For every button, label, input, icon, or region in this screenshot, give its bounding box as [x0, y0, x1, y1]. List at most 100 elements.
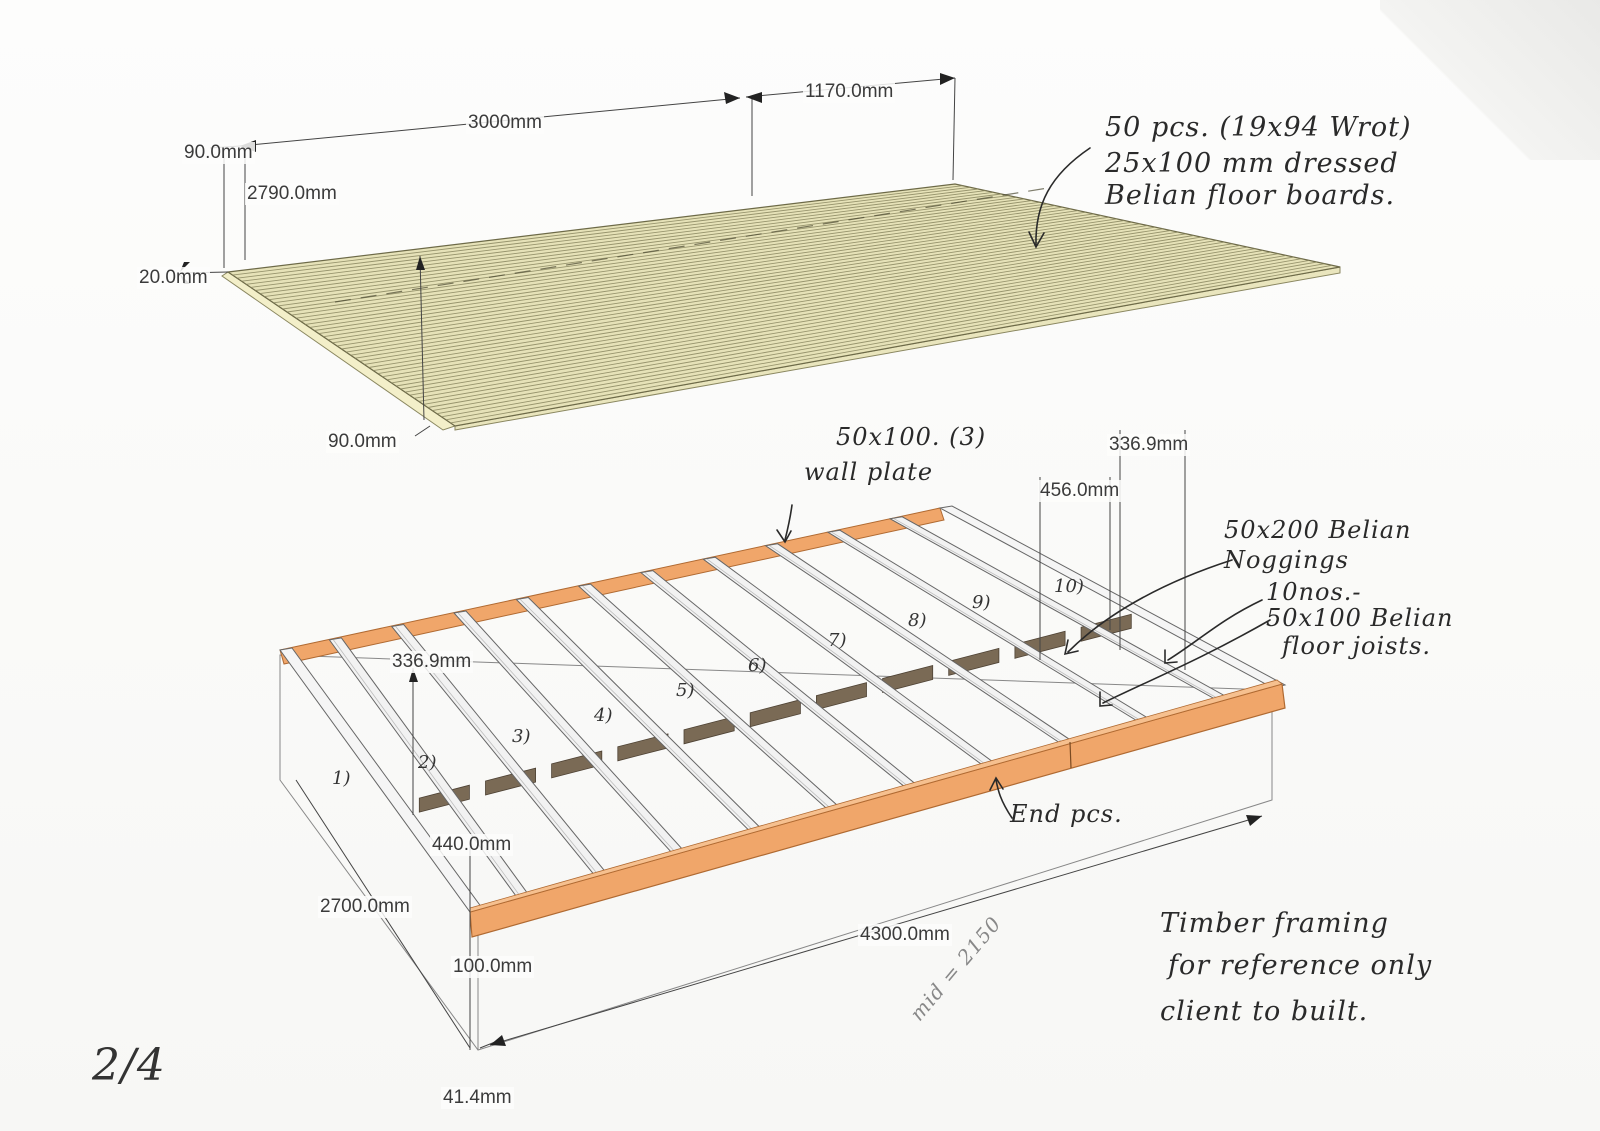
floorboards-note-line3: Belian floor boards. — [1105, 180, 1396, 211]
dim-frame-width: 2700.0mm — [318, 896, 412, 918]
joist-edge-line — [769, 545, 1065, 744]
floorboard-line — [323, 218, 1117, 338]
dim-nogging-left: 440.0mm — [430, 834, 514, 856]
floorboard-line — [286, 205, 1056, 313]
floorboard-line — [305, 211, 1086, 325]
floorboard-line — [400, 246, 1248, 390]
floorboard-line — [355, 230, 1171, 359]
floorboards-note-line2: 25x100 mm dressed — [1105, 148, 1399, 179]
floorboard-line — [300, 210, 1079, 322]
joist-edge-line — [582, 585, 832, 810]
floorboard-line — [432, 258, 1302, 412]
floorboard-line — [350, 228, 1163, 356]
joist-edge-line — [706, 558, 988, 766]
timber-frame — [279, 505, 1287, 1051]
dim-joist-spacing-right: 336.9mm — [1107, 434, 1191, 456]
floorboard-line — [364, 233, 1187, 365]
nogging — [683, 716, 735, 745]
deck-board-lines — [232, 185, 1333, 424]
floorboard-line — [282, 203, 1048, 310]
joist-label-6: 6) — [748, 655, 767, 676]
floorboard-line — [255, 193, 1002, 291]
joist-label-5: 5) — [676, 680, 695, 701]
nogging — [816, 682, 867, 711]
dim-top-length: 3000mm — [466, 112, 544, 134]
front-wall-plate — [469, 683, 1286, 938]
disclaimer-line3: client to built. — [1160, 996, 1369, 1027]
floorboard-line — [314, 215, 1102, 331]
joists-note-line3: floor joists. — [1282, 632, 1432, 660]
floorboard-line — [377, 238, 1210, 375]
wallplate-note-line1: 50x100. (3) — [836, 423, 987, 451]
floorboards-note-line1: 50 pcs. (19x94 Wrot) — [1105, 112, 1412, 143]
noggings-note-line1: 50x200 Belian — [1224, 516, 1412, 544]
dim-nogging-offset: 456.0mm — [1038, 480, 1122, 502]
floorboard-line — [250, 191, 994, 288]
floorboard-line — [296, 208, 1071, 319]
floorboard-line — [332, 221, 1133, 344]
dim-joist-spacing-left: 336.9mm — [390, 651, 474, 673]
joists-note-line1: 10nos.- — [1266, 578, 1362, 606]
front-wall-plate-top — [469, 679, 1283, 913]
dim-top-left-offset: 90.0mm — [182, 142, 255, 164]
joist-label-3: 3) — [512, 726, 531, 747]
floorboard-line — [391, 243, 1233, 384]
floorboard-line — [386, 241, 1225, 381]
floorboard-line — [418, 253, 1279, 402]
floorboard-line — [423, 254, 1287, 405]
joist-label-7: 7) — [828, 630, 847, 651]
joist-label-2: 2) — [418, 752, 437, 773]
page-fold — [1380, 0, 1600, 160]
floorboard-line — [414, 251, 1271, 399]
floorboard-line — [427, 256, 1294, 408]
floorboard-line — [264, 196, 1017, 298]
dim-frame-depth: 100.0mm — [451, 956, 535, 978]
joist-label-1: 1) — [332, 768, 351, 789]
dim-top-width: 2790.0mm — [245, 183, 339, 205]
joist-label-8: 8) — [908, 610, 927, 631]
right-end-plate — [938, 505, 1287, 689]
floorboard-deck — [221, 183, 1341, 431]
wallplate-note-line2: wall plate — [804, 458, 934, 486]
joist-edge-line — [831, 531, 1143, 722]
joists-note-line2: 50x100 Belian — [1266, 604, 1454, 632]
floorboard-line — [327, 220, 1125, 341]
dim-top-thickness: 20.0mm — [137, 267, 210, 289]
dim-top-right-span: 1170.0mm — [803, 81, 896, 103]
joist-label-10: 10) — [1054, 576, 1084, 597]
floorboard-line — [309, 213, 1094, 328]
end-pieces-note: End pcs. — [1010, 800, 1123, 828]
floorboard-line — [405, 248, 1256, 393]
disclaimer-line2: for reference only — [1168, 950, 1433, 981]
noggings-note-line2: Noggings — [1224, 546, 1349, 574]
floorboard-line — [368, 235, 1194, 368]
dim-frame-base: 41.4mm — [441, 1087, 514, 1109]
floorboard-line — [277, 201, 1040, 307]
floorboard-line — [318, 216, 1110, 335]
joist-label-9: 9) — [972, 592, 991, 613]
frame-dimension-arrows — [409, 668, 1262, 1046]
floorboard-line — [232, 185, 963, 276]
dim-top-front-offset: 90.0mm — [326, 431, 399, 453]
nogging — [749, 699, 801, 728]
floorboard-line — [450, 264, 1333, 424]
floorboard-line — [409, 249, 1264, 396]
dim-frame-length: 4300.0mm — [858, 924, 952, 946]
floorboard-line — [359, 231, 1179, 362]
floorboard-line — [268, 198, 1025, 301]
joist-edge-line — [644, 572, 910, 788]
floorboard-line — [241, 188, 979, 282]
floorboard-line — [237, 186, 971, 279]
joist-edge-line — [520, 599, 754, 832]
floorboard-line — [436, 259, 1310, 415]
nogging — [1080, 613, 1132, 642]
floorboard-line — [246, 190, 986, 285]
floorboard-line — [445, 263, 1325, 421]
note-leader-lines — [776, 147, 1271, 819]
nogging — [418, 784, 470, 813]
floorboard-line — [373, 236, 1202, 372]
floorboard-line — [395, 244, 1240, 387]
plate-joint — [1069, 741, 1072, 769]
